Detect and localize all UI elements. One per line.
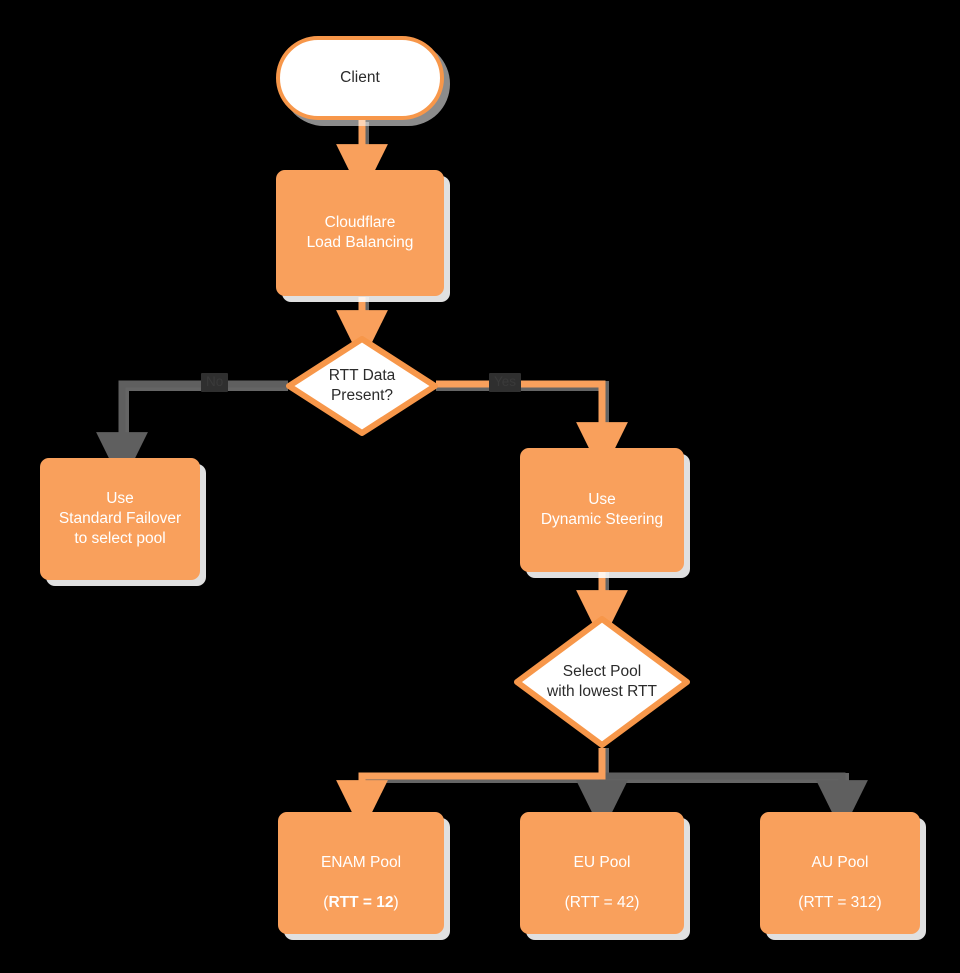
node-au-pool-label: AU Pool (RTT = 312) [798,833,881,912]
node-load-balancing-label: Cloudflare Load Balancing [306,214,414,251]
diamond-shape-select-pool [514,616,690,748]
node-client-label: Client [340,69,380,87]
edge-label-no: No [201,373,229,392]
node-au-pool-rtt-value: RTT = 312 [803,893,877,911]
node-au-pool[interactable]: AU Pool (RTT = 312) [760,812,920,934]
node-eu-pool-rtt: (RTT = 42) [564,893,640,911]
node-rtt-data-present-label: RTT Data Present? [328,367,396,404]
node-enam-pool-title: ENAM Pool [320,854,402,872]
node-standard-failover[interactable]: Use Standard Failover to select pool [40,458,200,580]
node-eu-pool-title: EU Pool [573,854,631,872]
node-rtt-data-present[interactable]: RTT Data Present? [286,336,438,436]
node-load-balancing[interactable]: Cloudflare Load Balancing [276,170,444,296]
edge-select-pool-enam [336,748,606,833]
node-enam-pool-rtt-value: RTT = 12 [328,893,394,911]
node-dynamic-steering[interactable]: Use Dynamic Steering [520,448,684,572]
node-eu-pool[interactable]: EU Pool (RTT = 42) [520,812,684,934]
node-client[interactable]: Client [276,36,444,120]
node-enam-pool-label: ENAM Pool (RTT = 12) [321,833,401,912]
node-eu-pool-label: EU Pool (RTT = 42) [565,833,640,912]
node-select-pool[interactable]: Select Pool with lowest RTT [514,616,690,748]
node-standard-failover-label: Use Standard Failover to select pool [58,490,182,547]
node-au-pool-title: AU Pool [811,854,869,872]
node-enam-pool[interactable]: ENAM Pool (RTT = 12) [278,812,444,934]
edge-rtt-no-standard-failover [96,380,288,485]
diamond-shape-rtt [286,336,438,436]
node-au-pool-rtt: (RTT = 312) [798,893,882,911]
node-select-pool-label: Select Pool with lowest RTT [547,663,657,700]
edge-label-yes: Yes [489,373,522,392]
node-eu-pool-rtt-value: RTT = 42 [569,893,635,911]
edge-select-pool-au [602,772,868,833]
edge-group-inactive [96,380,868,833]
node-enam-pool-rtt: (RTT = 12) [323,893,399,911]
edge-rtt-yes-dynamic-steering [436,380,628,475]
node-dynamic-steering-label: Use Dynamic Steering [540,491,664,528]
